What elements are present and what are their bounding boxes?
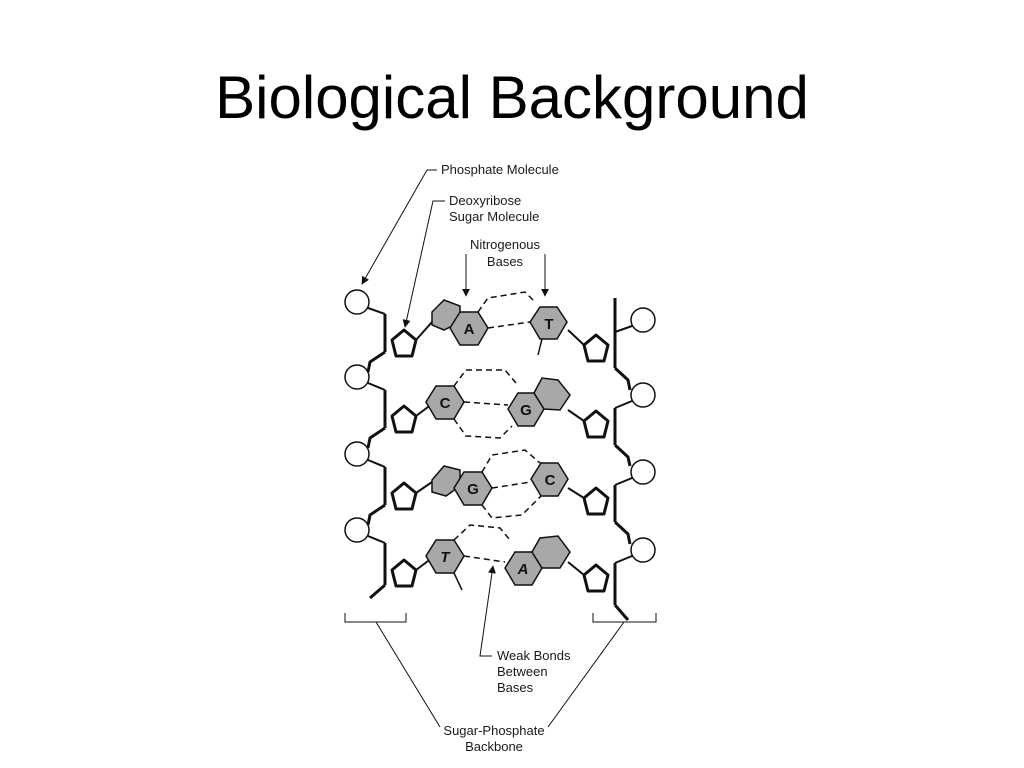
- sugar-left-3: [390, 481, 418, 511]
- base-pair-3: [431, 449, 569, 519]
- label-sugar-line2: Sugar Molecule: [449, 209, 539, 224]
- sugar-right-1: [582, 333, 610, 363]
- base-label-left-3: G: [467, 481, 479, 498]
- phosphate-right-1: [630, 307, 656, 333]
- phosphate-right-4: [630, 537, 656, 563]
- sugar-left-1: [390, 328, 418, 358]
- base-label-left-4: T: [440, 549, 451, 566]
- base-ring-g-extra: [533, 377, 571, 411]
- base-label-right-1: T: [544, 316, 553, 333]
- base-label-right-2: G: [520, 402, 532, 419]
- label-nitrogenous-line1: Nitrogenous: [470, 237, 541, 252]
- label-backbone-line2: Backbone: [465, 739, 523, 754]
- base-ring-a2-extra: [531, 535, 571, 569]
- phosphate-left-4: [344, 517, 370, 543]
- base-pair-2: [425, 369, 571, 439]
- base-right-3: [530, 462, 569, 497]
- sugar-right-3: [582, 486, 610, 516]
- label-weak-bonds-line2: Between: [497, 664, 548, 679]
- label-backbone-line1: Sugar-Phosphate: [443, 723, 544, 738]
- phosphate-left-2: [344, 364, 370, 390]
- base-label-right-3: C: [545, 472, 556, 489]
- label-nitrogenous-line2: Bases: [487, 254, 524, 269]
- right-backbone: [567, 298, 656, 621]
- phosphate-right-3: [630, 459, 656, 485]
- label-sugar-line1: Deoxyribose: [449, 193, 521, 208]
- base-pair-4: [425, 524, 571, 591]
- left-backbone: [344, 289, 433, 600]
- base-label-right-4: A: [517, 561, 529, 578]
- label-weak-bonds-line3: Bases: [497, 680, 534, 695]
- sugar-left-2: [390, 404, 418, 434]
- sugar-right-2: [582, 409, 610, 439]
- sugar-right-4: [582, 563, 610, 593]
- slide-title: Biological Background: [215, 64, 809, 131]
- base-label-left-2: C: [440, 395, 451, 412]
- phosphate-right-2: [630, 382, 656, 408]
- sugar-left-4: [390, 558, 418, 588]
- callout-lines: [344, 169, 657, 728]
- base-label-left-1: A: [464, 321, 475, 338]
- base-pair-1: [431, 291, 568, 356]
- phosphate-left-1: [344, 289, 370, 315]
- label-phosphate: Phosphate Molecule: [441, 162, 559, 177]
- phosphate-left-3: [344, 441, 370, 467]
- label-weak-bonds-line1: Weak Bonds: [497, 648, 571, 663]
